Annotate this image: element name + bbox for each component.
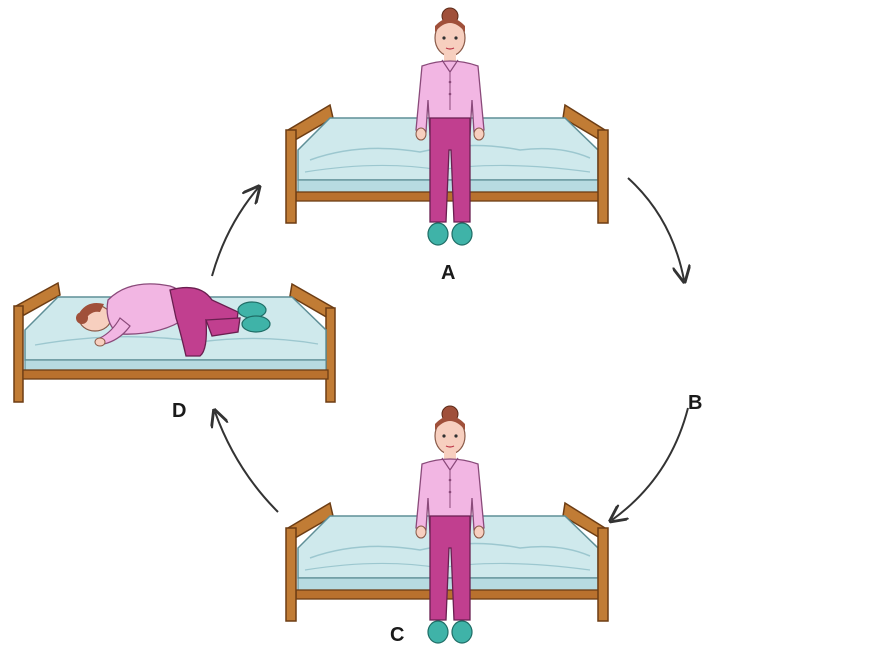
person-sitting-c (416, 406, 484, 643)
person-sitting-a (416, 8, 484, 245)
arrow-d-to-a (212, 188, 258, 276)
arrow-c-to-d (215, 412, 278, 512)
label-d: D (172, 400, 186, 423)
arrow-a-to-b (628, 178, 684, 280)
step-d-group (14, 283, 335, 402)
label-a: A (441, 262, 455, 285)
step-c-group (286, 406, 608, 643)
arrow-b-to-c (612, 408, 688, 520)
label-b: B (688, 392, 702, 415)
label-c: C (390, 624, 404, 647)
step-a-group (286, 8, 608, 245)
